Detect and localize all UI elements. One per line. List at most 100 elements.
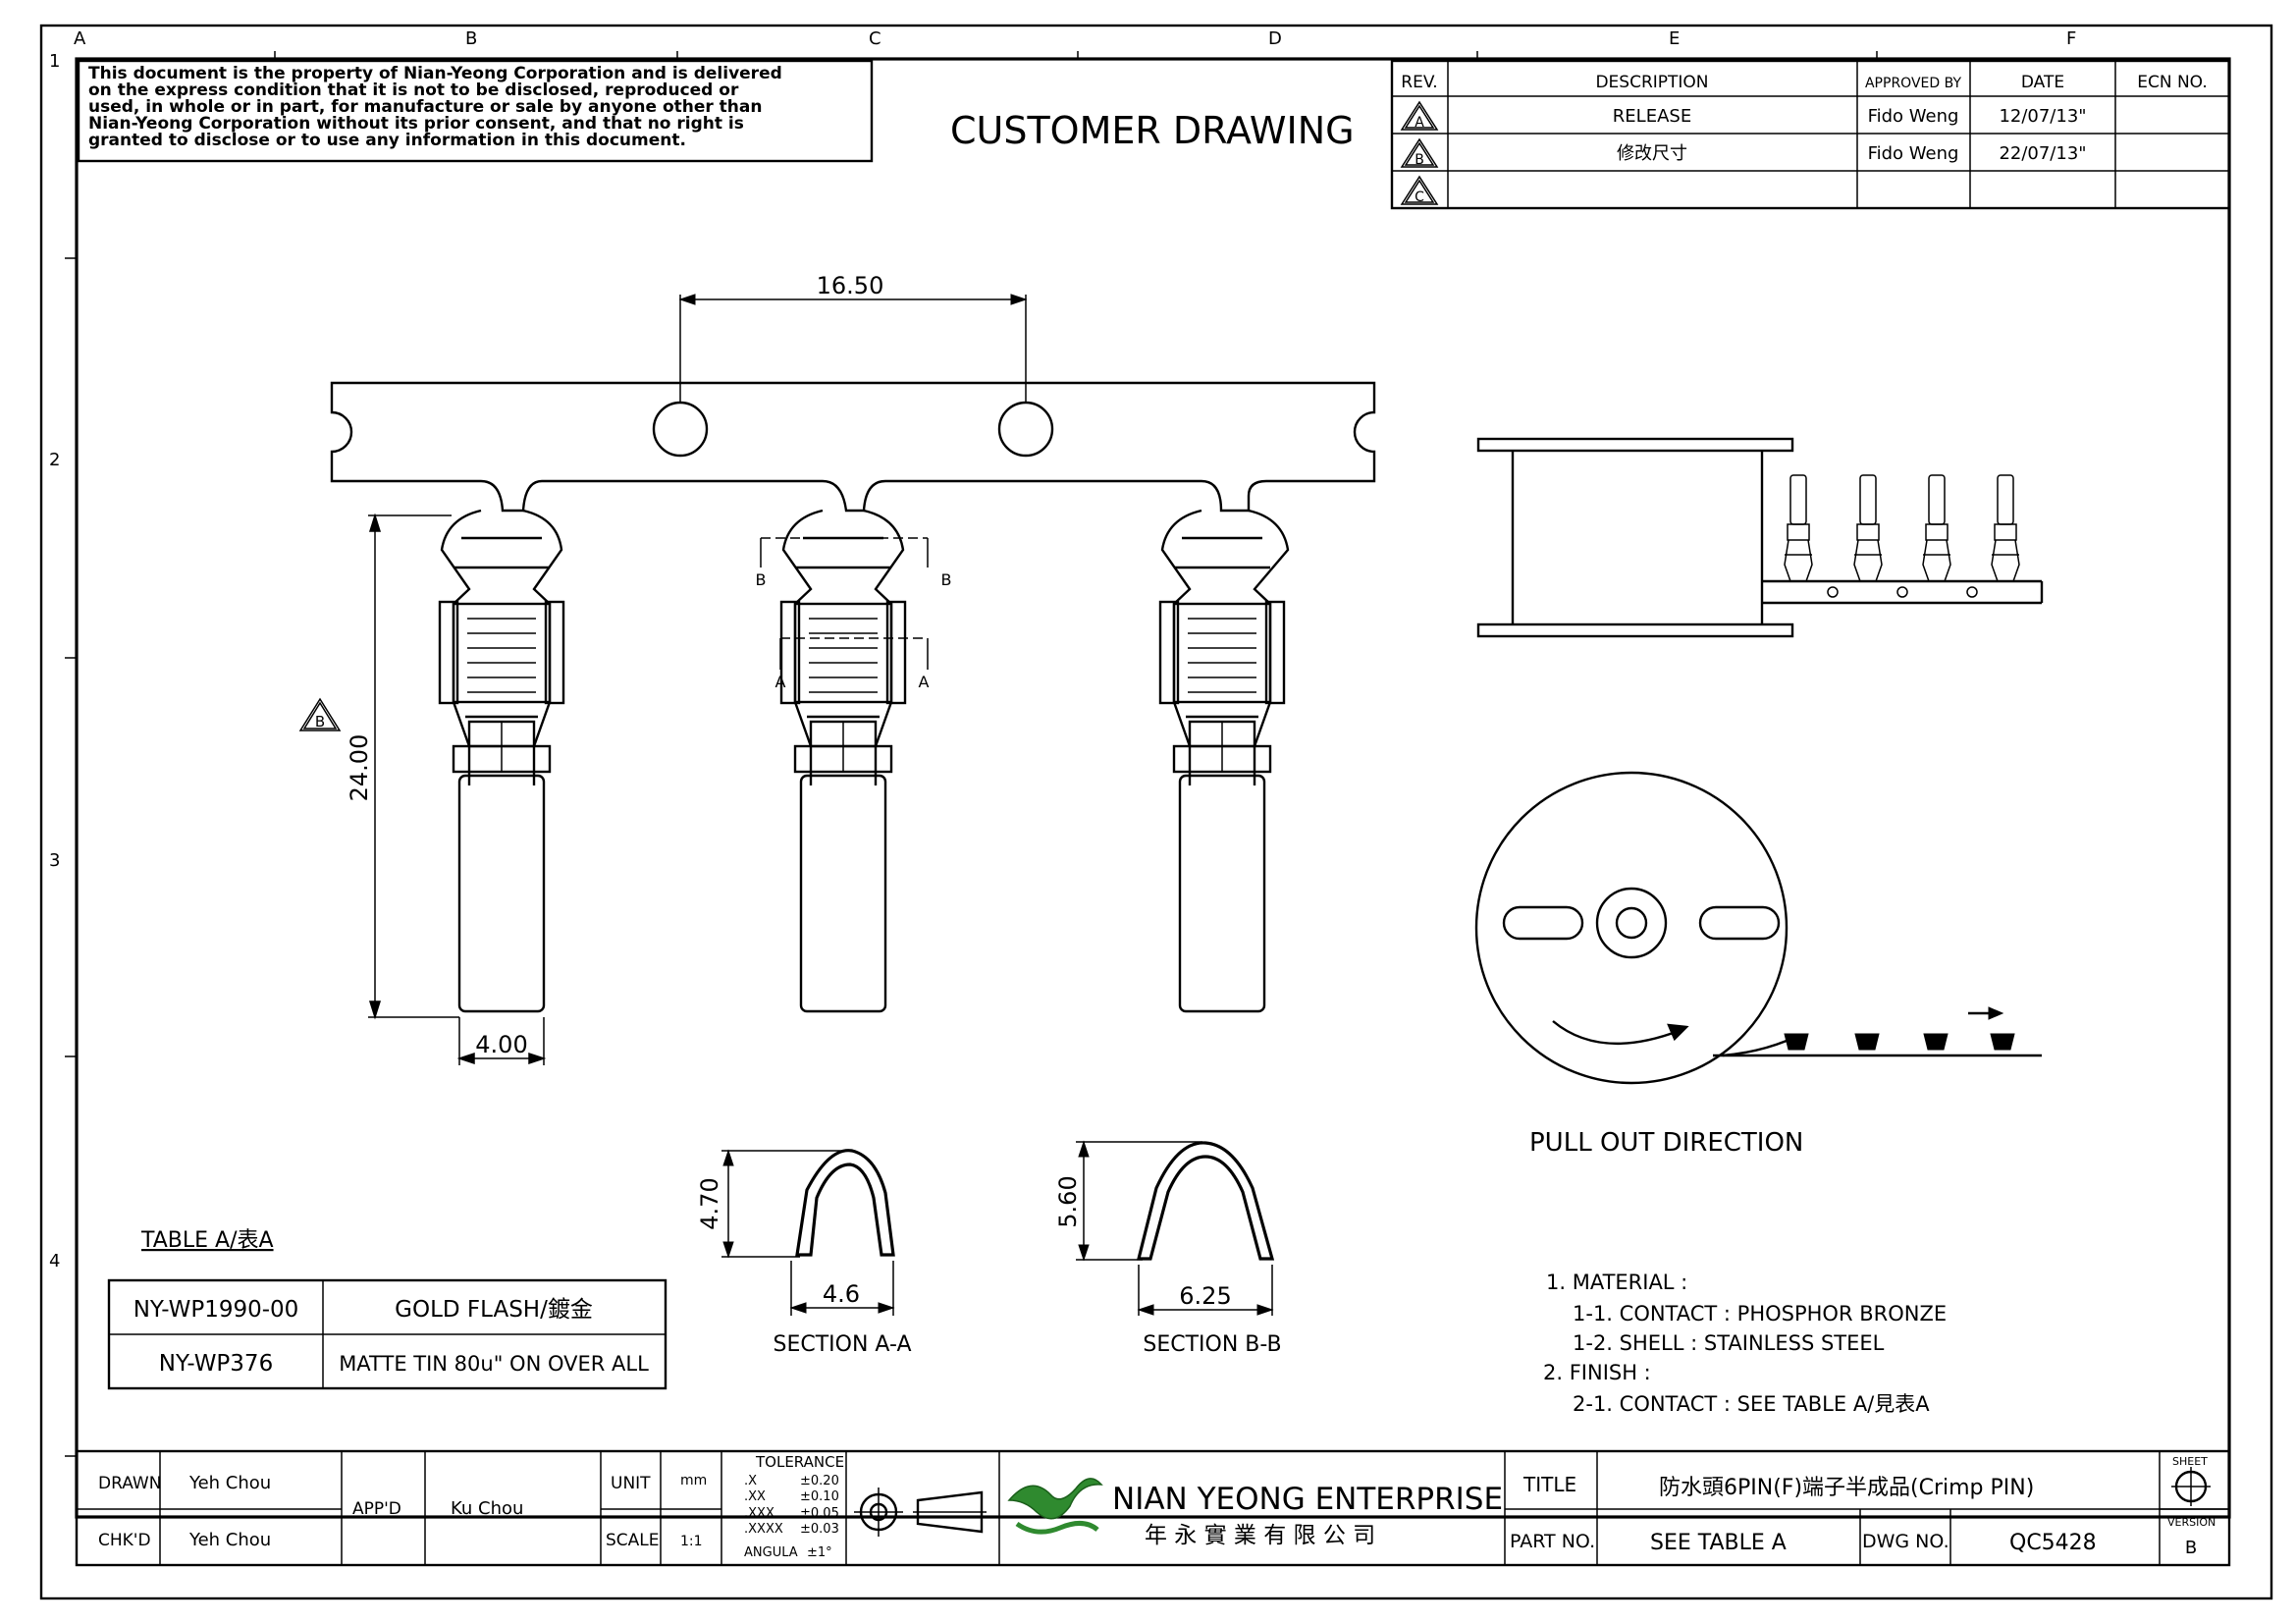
notice-line-1: This document is the property of Nian-Ye… [88, 64, 782, 83]
unit-label: UNIT [611, 1474, 651, 1493]
table-a-finish-1: GOLD FLASH/鍍金 [395, 1297, 593, 1323]
tolerance-val-3: ±0.03 [800, 1522, 839, 1537]
grid-col-d: D [1268, 28, 1282, 49]
table-a-title: TABLE A/表A [140, 1228, 274, 1253]
notice-line-5: granted to disclose or to use any inform… [88, 131, 686, 150]
rev-b-description: 修改尺寸 [1617, 143, 1687, 164]
reel-side-view [1476, 437, 2044, 638]
rev-a-date: 12/07/13" [1999, 106, 2086, 127]
drawn-by: Yeh Chou [188, 1473, 271, 1493]
section-b-label: SECTION B-B [1143, 1332, 1281, 1357]
title-label: TITLE [1522, 1473, 1576, 1496]
grid-row-1: 1 [49, 51, 60, 72]
grid-ticks [65, 51, 1878, 1457]
carrier-strip [330, 294, 1376, 513]
ecn-header: ECN NO. [2137, 73, 2208, 92]
date-header: DATE [2021, 73, 2064, 92]
notice-text: This document is the property of Nian-Ye… [88, 64, 782, 150]
tolerance-val-1: ±0.10 [800, 1489, 839, 1504]
table-a-part-2: NY-WP376 [159, 1351, 273, 1377]
rev-b-approver: Fido Weng [1868, 143, 1959, 164]
approved-by-header: APPROVED BY [1865, 76, 1961, 91]
rev-c-marker: C [1415, 189, 1424, 205]
appd-label: APP'D [352, 1499, 401, 1519]
dwg-no-label: DWG NO. [1862, 1531, 1949, 1552]
chkd-label: CHK'D [98, 1531, 151, 1550]
table-a-finish-2: MATTE TIN 80u" ON OVER ALL [339, 1352, 649, 1376]
grid-row-4: 4 [49, 1251, 60, 1271]
rev-a-description: RELEASE [1613, 106, 1691, 127]
note-1-1: 1-1. CONTACT : PHOSPHOR BRONZE [1573, 1302, 1947, 1325]
length-dimension-lines [368, 513, 547, 1065]
company-name: NIAN YEONG ENTERPRISE [1112, 1482, 1503, 1517]
tolerance-key-2: .XXX [744, 1506, 774, 1521]
reel-front-view [1474, 771, 2042, 1085]
table-a: NY-WP1990-00 GOLD FLASH/鍍金 NY-WP376 MATT… [107, 1278, 667, 1390]
cut-a-right: A [919, 673, 930, 691]
notice-line-2: on the express condition that it is not … [88, 81, 739, 100]
part-no-value: SEE TABLE A [1650, 1531, 1787, 1555]
terminal-left [438, 509, 565, 1013]
grid-col-b: B [465, 28, 477, 49]
tolerance-val-2: ±0.05 [800, 1506, 839, 1521]
description-header: DESCRIPTION [1595, 73, 1708, 92]
grid-col-e: E [1669, 28, 1680, 49]
table-a-part-1: NY-WP1990-00 [133, 1297, 299, 1323]
unit-value: mm [680, 1473, 707, 1488]
projection-symbol-icon [854, 1488, 987, 1537]
note-2-1: 2-1. CONTACT : SEE TABLE A/見表A [1573, 1392, 1930, 1416]
reel-front-pins [1784, 1006, 2015, 1051]
terminal-right [1158, 509, 1290, 1013]
section-a-height: 4.70 [696, 1177, 723, 1229]
grid-col-f: F [2066, 28, 2076, 49]
version-value: B [2185, 1538, 2197, 1558]
tolerance-key-1: .XX [744, 1489, 766, 1504]
rev-a-marker: A [1415, 115, 1424, 131]
cut-b-right: B [941, 570, 952, 589]
section-a-width: 4.6 [823, 1280, 860, 1308]
note-2: 2. FINISH : [1543, 1361, 1651, 1384]
page-title: CUSTOMER DRAWING [950, 109, 1355, 152]
section-b-drawing [1076, 1140, 1275, 1316]
rev-b-date: 22/07/13" [1999, 143, 2086, 164]
part-no-label: PART NO. [1510, 1531, 1595, 1552]
grid-row-3: 3 [49, 850, 60, 871]
revision-table: REV. DESCRIPTION APPROVED BY DATE ECN NO… [1390, 59, 2231, 210]
pitch-dimension: 16.50 [817, 272, 884, 299]
notice-line-3: used, in whole or in part, for manufactu… [88, 97, 762, 117]
reel-side-pins [1784, 474, 2020, 582]
section-a-drawing [721, 1149, 895, 1316]
company-chinese-name: 年 永 實 業 有 限 公 司 [1145, 1523, 1375, 1548]
grid-row-2: 2 [49, 450, 60, 470]
terminal-middle [760, 509, 929, 1013]
tolerance-val-4: ±1° [807, 1545, 832, 1560]
tolerance-val-0: ±0.20 [800, 1474, 839, 1488]
inner-border [75, 57, 2231, 1519]
title-value: 防水頭6PIN(F)端子半成品(Crimp PIN) [1659, 1476, 2034, 1500]
grid-labels: A B C D E F 1 2 3 4 [49, 28, 2076, 1271]
rev-a-approver: Fido Weng [1868, 106, 1959, 127]
grid-col-c: C [869, 28, 881, 49]
width-dimension: 4.00 [475, 1031, 527, 1058]
appd-by: Ku Chou [451, 1498, 523, 1519]
tolerance-key-3: .XXXX [744, 1522, 783, 1537]
rev-b-length-marker: B [315, 713, 325, 730]
title-block [75, 1449, 2231, 1567]
length-dimension: 24.00 [346, 734, 373, 802]
chkd-by: Yeh Chou [188, 1530, 271, 1550]
section-b-width: 6.25 [1179, 1282, 1231, 1310]
dwg-no-value: QC5428 [2009, 1531, 2097, 1555]
notice-line-4: Nian-Yeong Corporation without its prior… [88, 114, 744, 134]
note-1-2: 1-2. SHELL : STAINLESS STEEL [1573, 1331, 1885, 1355]
tolerance-title: TOLERANCE [755, 1453, 844, 1471]
cut-a-left: A [775, 673, 786, 691]
pull-out-direction-label: PULL OUT DIRECTION [1529, 1128, 1803, 1158]
notes: 1. MATERIAL : 1-1. CONTACT : PHOSPHOR BR… [1543, 1271, 1947, 1416]
sheet-symbol-icon [2171, 1467, 2211, 1506]
scale-value: 1:1 [680, 1534, 703, 1549]
outer-border [39, 24, 2273, 1600]
cut-b-left: B [756, 570, 767, 589]
company-logo-icon [1007, 1478, 1103, 1535]
tolerance-key-0: .X [744, 1474, 757, 1488]
